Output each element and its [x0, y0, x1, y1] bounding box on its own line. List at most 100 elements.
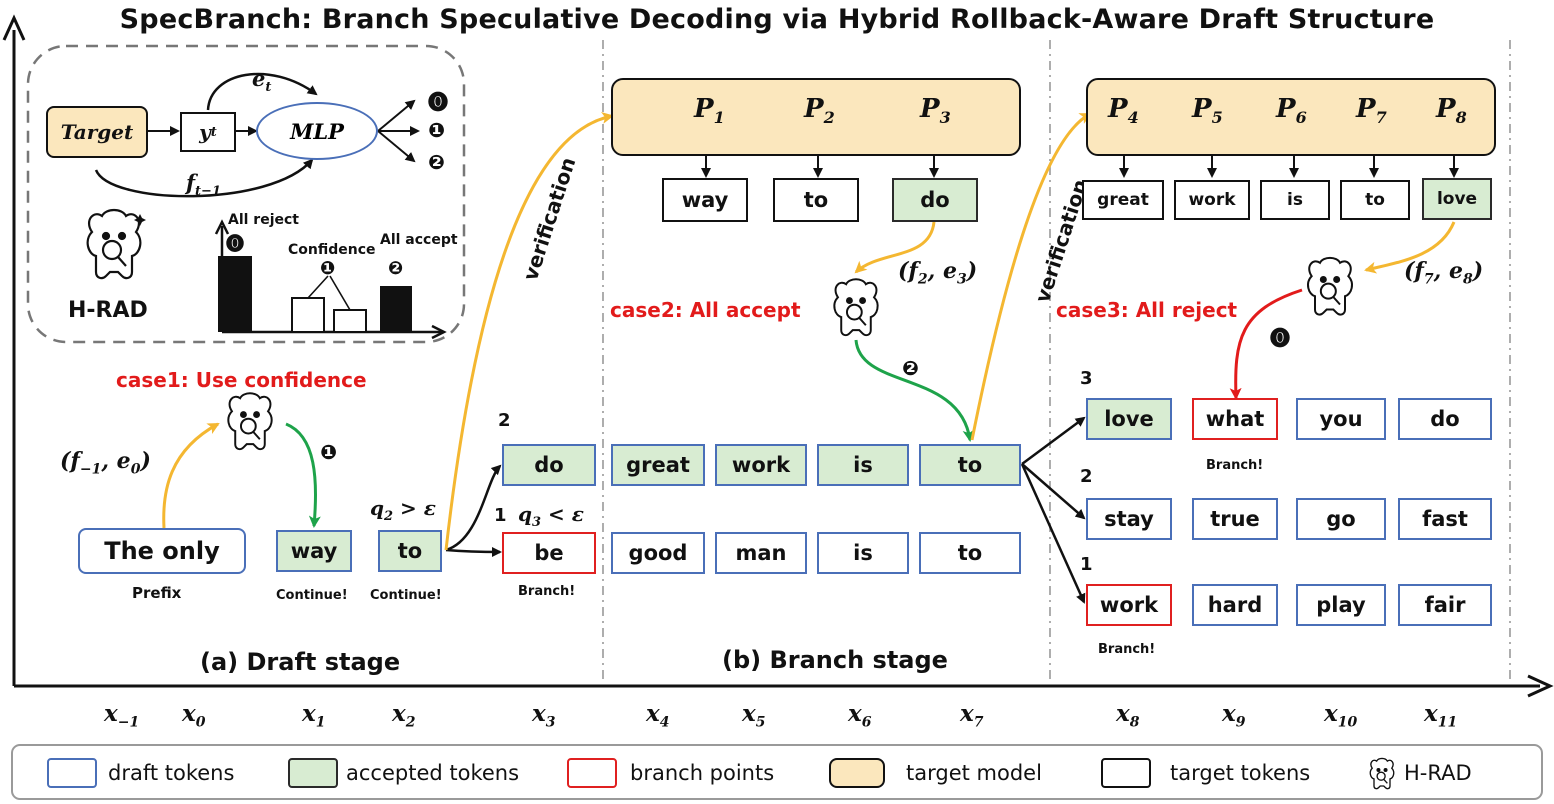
- bar-marker-0: ⓿: [226, 234, 244, 255]
- legend-target-model-label: target model: [906, 761, 1042, 785]
- bar-label-all-reject: All reject: [228, 212, 299, 228]
- target-p8: P8: [1436, 94, 1467, 128]
- branch-hrad-icon: [833, 278, 879, 337]
- target-token-to-2: to: [1340, 180, 1410, 220]
- target-p4: P4: [1108, 94, 1139, 128]
- bar-confidence-1: [291, 297, 325, 333]
- branch-bottom-token-0: be: [502, 532, 596, 574]
- third-marker-0: ⓿: [1270, 326, 1290, 350]
- bar-all-accept: [380, 286, 412, 332]
- target-token-great: great: [1082, 180, 1164, 220]
- bar-marker-1: ❶: [320, 258, 336, 279]
- legend-hrad-icon: [1369, 757, 1395, 790]
- draft-caption-to: Continue!: [370, 588, 442, 603]
- legend-swatch-target-tokens: [1101, 758, 1151, 788]
- x-label-10: x9: [1222, 700, 1246, 731]
- row1-token-1: hard: [1192, 584, 1278, 626]
- target-model-box-1: [611, 78, 1021, 156]
- rank-2-label: 2: [498, 410, 511, 431]
- target-p3: P3: [920, 94, 951, 128]
- target-token-way: way: [662, 178, 748, 222]
- branch-features: (f2, e3): [898, 258, 978, 288]
- row1-token-2: play: [1296, 584, 1386, 626]
- row1-token-0: work: [1086, 584, 1172, 626]
- bar-marker-2: ❷: [388, 258, 404, 279]
- branch-stage-label: (b) Branch stage: [722, 646, 948, 674]
- legend-swatch-accepted: [288, 758, 338, 788]
- target-token-is: is: [1260, 180, 1330, 220]
- case2-label: case2: All accept: [610, 298, 801, 322]
- legend-swatch-branch: [567, 758, 617, 788]
- target-p1: P1: [694, 94, 725, 128]
- x-label-4: x3: [532, 700, 556, 731]
- hrad-name: H-RAD: [68, 298, 148, 323]
- hrad-target-box: Target: [46, 106, 148, 158]
- branch-top-token-1: great: [611, 444, 705, 486]
- rank-1-label: 1: [494, 505, 507, 526]
- row3-token-3: do: [1398, 398, 1492, 440]
- branch-caption-work: Branch!: [1098, 642, 1156, 657]
- target-p2: P2: [804, 94, 835, 128]
- branch-bottom-token-1: good: [611, 532, 705, 574]
- row3-token-1: what: [1192, 398, 1278, 440]
- branch-marker-2: ❷: [902, 356, 919, 380]
- hrad-panel-border: [26, 44, 466, 344]
- draft-token-way: way: [276, 530, 352, 572]
- target-p5: P5: [1192, 94, 1223, 128]
- legend-branch-label: branch points: [630, 761, 775, 785]
- legend-swatch-target-model: [829, 758, 885, 788]
- x-label-12: x11: [1424, 700, 1458, 731]
- case1-label: case1: Use confidence: [116, 368, 367, 392]
- branch-top-token-0: do: [502, 444, 596, 486]
- hrad-e-label: et: [252, 66, 272, 96]
- branch-top-token-2: work: [715, 444, 807, 486]
- x-axis-arrowhead: [1527, 674, 1554, 698]
- arrow-draft-input: [162, 422, 220, 529]
- row2-token-1: true: [1192, 498, 1278, 540]
- branch-bottom-token-4: to: [919, 532, 1021, 574]
- x-label-3: x2: [392, 700, 416, 731]
- q2-condition: q2 > ε: [370, 496, 436, 524]
- target-token-do: do: [892, 178, 978, 222]
- prefix-caption: Prefix: [132, 584, 182, 602]
- y-axis-arrowhead: [2, 14, 26, 41]
- target-token-work: work: [1174, 180, 1250, 220]
- arrow-verification-2: [970, 112, 1092, 441]
- draft-marker-1: ❶: [320, 440, 337, 464]
- hrad-output-0: ⓿: [428, 90, 448, 114]
- draft-hrad-icon: [227, 392, 273, 451]
- legend-accepted-label: accepted tokens: [346, 761, 520, 785]
- hrad-f-label: ft−1: [186, 170, 221, 200]
- branch-caption-what: Branch!: [1206, 458, 1264, 473]
- legend-box: [11, 744, 1543, 800]
- case3-label: case3: All reject: [1056, 298, 1238, 322]
- rank-1-label-right: 1: [1080, 554, 1093, 575]
- x-label-2: x1: [302, 700, 326, 731]
- hrad-output-1: ❶: [428, 118, 445, 142]
- draft-stage-label: (a) Draft stage: [200, 648, 401, 676]
- target-p7: P7: [1356, 94, 1387, 128]
- legend-hrad-label: H-RAD: [1404, 761, 1472, 785]
- x-label-0: x−1: [104, 700, 140, 731]
- bar-confidence-2: [333, 309, 367, 333]
- rank-3-label-right: 3: [1080, 368, 1093, 389]
- arrow-draft-continue: [285, 422, 321, 528]
- x-label-1: x0: [182, 700, 206, 731]
- branch-top-token-4: to: [919, 444, 1021, 486]
- row2-token-2: go: [1296, 498, 1386, 540]
- row3-token-0: love: [1086, 398, 1172, 440]
- row2-token-3: fast: [1398, 498, 1492, 540]
- x-label-7: x6: [848, 700, 872, 731]
- x-label-5: x4: [646, 700, 670, 731]
- bar-label-all-accept: All accept: [380, 232, 458, 248]
- target-model-box-2: [1086, 78, 1496, 156]
- legend-target-tokens-label: target tokens: [1170, 761, 1311, 785]
- draft-caption-way: Continue!: [276, 588, 348, 603]
- q3-condition: q3 < ε: [518, 502, 584, 530]
- arrow-verification-1: [444, 112, 614, 551]
- row3-token-2: you: [1296, 398, 1386, 440]
- row2-token-0: stay: [1086, 498, 1172, 540]
